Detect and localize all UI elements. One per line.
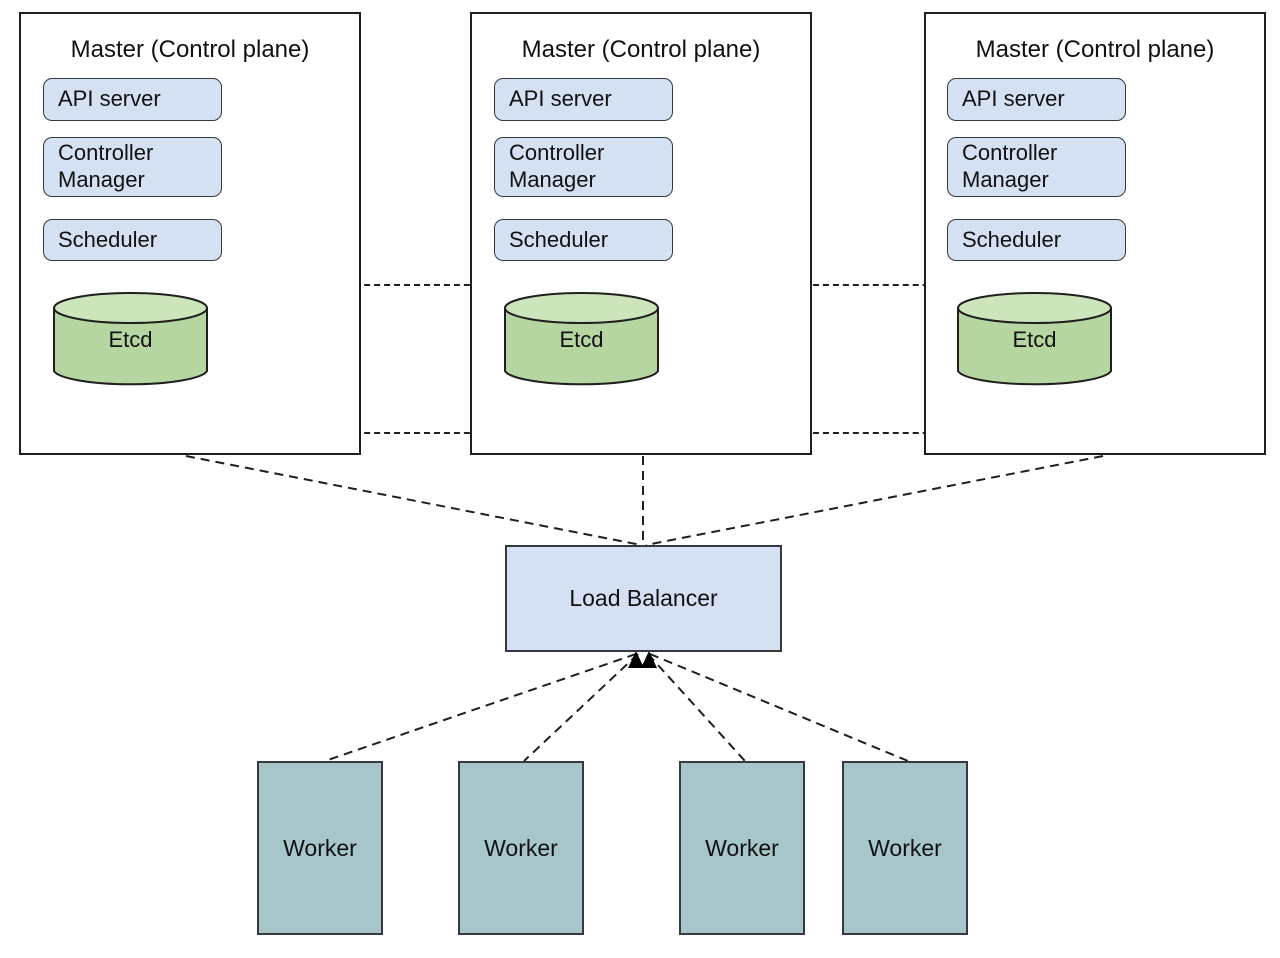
- connector-master3-to-lb: [645, 455, 1104, 546]
- master-title-2: Master (Control plane): [521, 36, 761, 63]
- scheduler-box-2[interactable]: Scheduler: [494, 219, 673, 261]
- controller-manager-line2-1: Manager: [58, 167, 145, 192]
- controller-manager-line1-2: Controller: [509, 140, 605, 166]
- controller-manager-line2-2: Manager: [509, 167, 596, 192]
- connector-lb-to-worker1: [324, 653, 637, 762]
- load-balancer-label: Load Balancer: [569, 585, 718, 611]
- controller-manager-box-1[interactable]: Controller Manager: [43, 137, 222, 197]
- controller-manager-line1-3: Controller: [962, 140, 1058, 166]
- connector-master1-to-lb: [185, 455, 642, 546]
- worker-label-3: Worker: [705, 834, 779, 861]
- api-server-label-2: API server: [509, 86, 612, 112]
- controller-manager-label-3: Controller Manager: [962, 140, 1057, 194]
- api-server-label-3: API server: [962, 86, 1065, 112]
- controller-manager-line1-1: Controller: [58, 140, 154, 166]
- scheduler-label-3: Scheduler: [962, 226, 1062, 252]
- api-server-box-1[interactable]: API server: [43, 78, 222, 121]
- scheduler-label-1: Scheduler: [58, 226, 158, 252]
- arrowhead-into-lb-left: [628, 651, 644, 668]
- controller-manager-box-3[interactable]: Controller Manager: [947, 137, 1126, 197]
- scheduler-box-3[interactable]: Scheduler: [947, 219, 1126, 261]
- api-server-label-1: API server: [58, 86, 161, 112]
- arrowhead-into-lb-right: [641, 651, 657, 668]
- etcd-cylinder-1[interactable]: Etcd: [53, 292, 208, 387]
- scheduler-box-1[interactable]: Scheduler: [43, 219, 222, 261]
- etcd-shape-1: [53, 292, 208, 386]
- controller-manager-label-1: Controller Manager: [58, 140, 153, 194]
- etcd-shape-3: [957, 292, 1112, 386]
- worker-label-4: Worker: [868, 834, 942, 861]
- etcd-shape-2: [504, 292, 659, 386]
- worker-label-1: Worker: [283, 834, 357, 861]
- etcd-cylinder-2[interactable]: Etcd: [504, 292, 659, 387]
- connector-lb-to-worker4: [649, 653, 909, 762]
- controller-manager-label-2: Controller Manager: [509, 140, 604, 194]
- worker-node-4[interactable]: Worker: [842, 761, 968, 935]
- worker-node-1[interactable]: Worker: [257, 761, 383, 935]
- load-balancer-box[interactable]: Load Balancer: [505, 545, 782, 652]
- worker-node-3[interactable]: Worker: [679, 761, 805, 935]
- api-server-box-2[interactable]: API server: [494, 78, 673, 121]
- connector-lb-to-worker2: [523, 653, 639, 762]
- controller-manager-line2-3: Manager: [962, 167, 1049, 192]
- connector-lb-to-worker3: [647, 653, 746, 762]
- etcd-cylinder-3[interactable]: Etcd: [957, 292, 1112, 387]
- master-title-3: Master (Control plane): [975, 36, 1215, 63]
- controller-manager-box-2[interactable]: Controller Manager: [494, 137, 673, 197]
- master-title-1: Master (Control plane): [70, 36, 310, 63]
- worker-node-2[interactable]: Worker: [458, 761, 584, 935]
- worker-label-2: Worker: [484, 834, 558, 861]
- api-server-box-3[interactable]: API server: [947, 78, 1126, 121]
- scheduler-label-2: Scheduler: [509, 226, 609, 252]
